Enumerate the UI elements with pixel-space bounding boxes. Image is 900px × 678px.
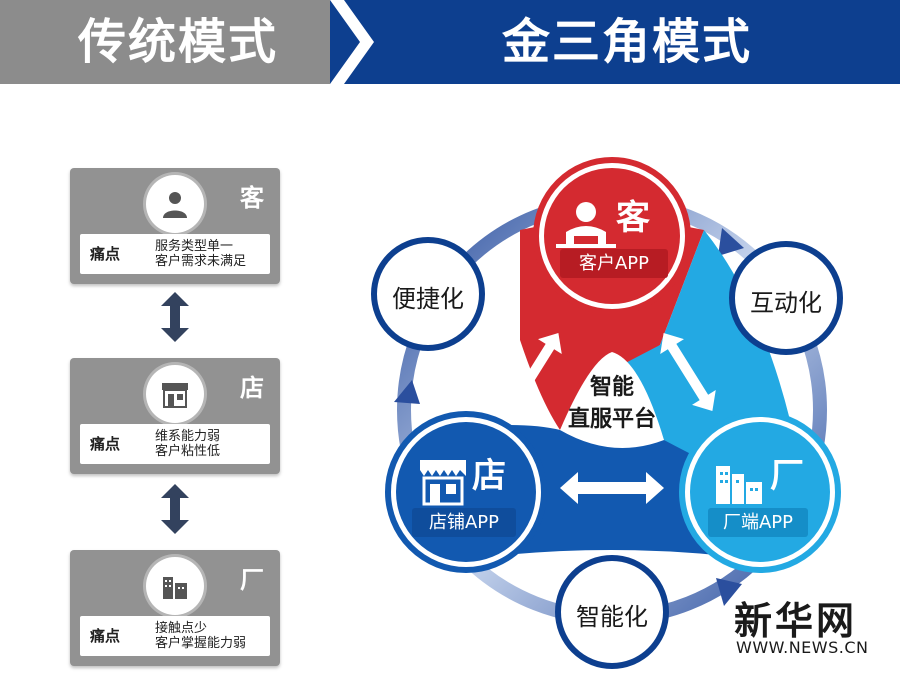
card-char: 厂 [240, 566, 264, 594]
golden-banner [330, 0, 900, 84]
card-char: 店 [240, 374, 264, 402]
factory-char: 厂 [770, 456, 804, 496]
pain-point-label: 痛点 [90, 435, 121, 453]
center-area [560, 352, 664, 448]
traditional-banner [0, 0, 370, 84]
pain-point-label: 痛点 [90, 245, 121, 263]
store-shop-icon [420, 460, 466, 506]
center-platform-text: 智能 直服平台 [567, 375, 656, 432]
customer-app-label: 客户APP [560, 249, 668, 278]
customer-store-arrow-icon [506, 332, 562, 412]
golden-title: 金三角模式 [502, 14, 753, 70]
feature-intelligence: 智能化 [576, 603, 648, 631]
store-char: 店 [472, 456, 506, 496]
cycle-arrow-icon [716, 578, 742, 606]
factory-building-icon [716, 466, 762, 504]
banner-divider-chevron [330, 0, 374, 84]
double-arrow-icon [161, 292, 189, 342]
customer-person-icon [556, 202, 616, 248]
double-arrow-icon [161, 484, 189, 534]
traditional-card-factory: 厂 痛点 接触点少 客户掌握能力弱 [70, 550, 280, 666]
store-icon [162, 383, 188, 408]
cycle-arrow-icon [718, 228, 744, 256]
feature-intelligence-circle [555, 555, 669, 669]
feature-convenience-circle [371, 237, 485, 351]
factory-app-label: 厂端APP [708, 508, 808, 537]
pain-point-text: 接触点少 客户掌握能力弱 [155, 621, 247, 651]
brand-logo-text: 新华网 [734, 599, 858, 643]
brand-url: WWW.NEWS.CN [736, 638, 869, 657]
card-char: 客 [240, 184, 264, 212]
factory-lobe [612, 230, 790, 470]
traditional-title: 传统模式 [78, 14, 279, 70]
feature-convenience: 便捷化 [392, 285, 464, 313]
factory-icon [163, 577, 187, 599]
store-app-label: 店铺APP [412, 508, 516, 537]
user-icon [163, 192, 187, 218]
pain-point-text: 维系能力弱 客户粘性低 [155, 429, 221, 459]
feature-interaction-circle [729, 241, 843, 355]
pain-point-text: 服务类型单一 客户需求未满足 [155, 239, 247, 269]
pain-point-label: 痛点 [90, 627, 121, 645]
traditional-card-store: 店 痛点 维系能力弱 客户粘性低 [70, 358, 280, 474]
cycle-arrow-icon [394, 380, 420, 404]
customer-factory-arrow-icon [660, 332, 716, 412]
traditional-card-customer: 客 痛点 服务类型单一 客户需求未满足 [70, 168, 280, 284]
store-factory-arrow-icon [560, 472, 664, 504]
feature-interaction: 互动化 [750, 289, 822, 317]
customer-char: 客 [616, 198, 650, 238]
